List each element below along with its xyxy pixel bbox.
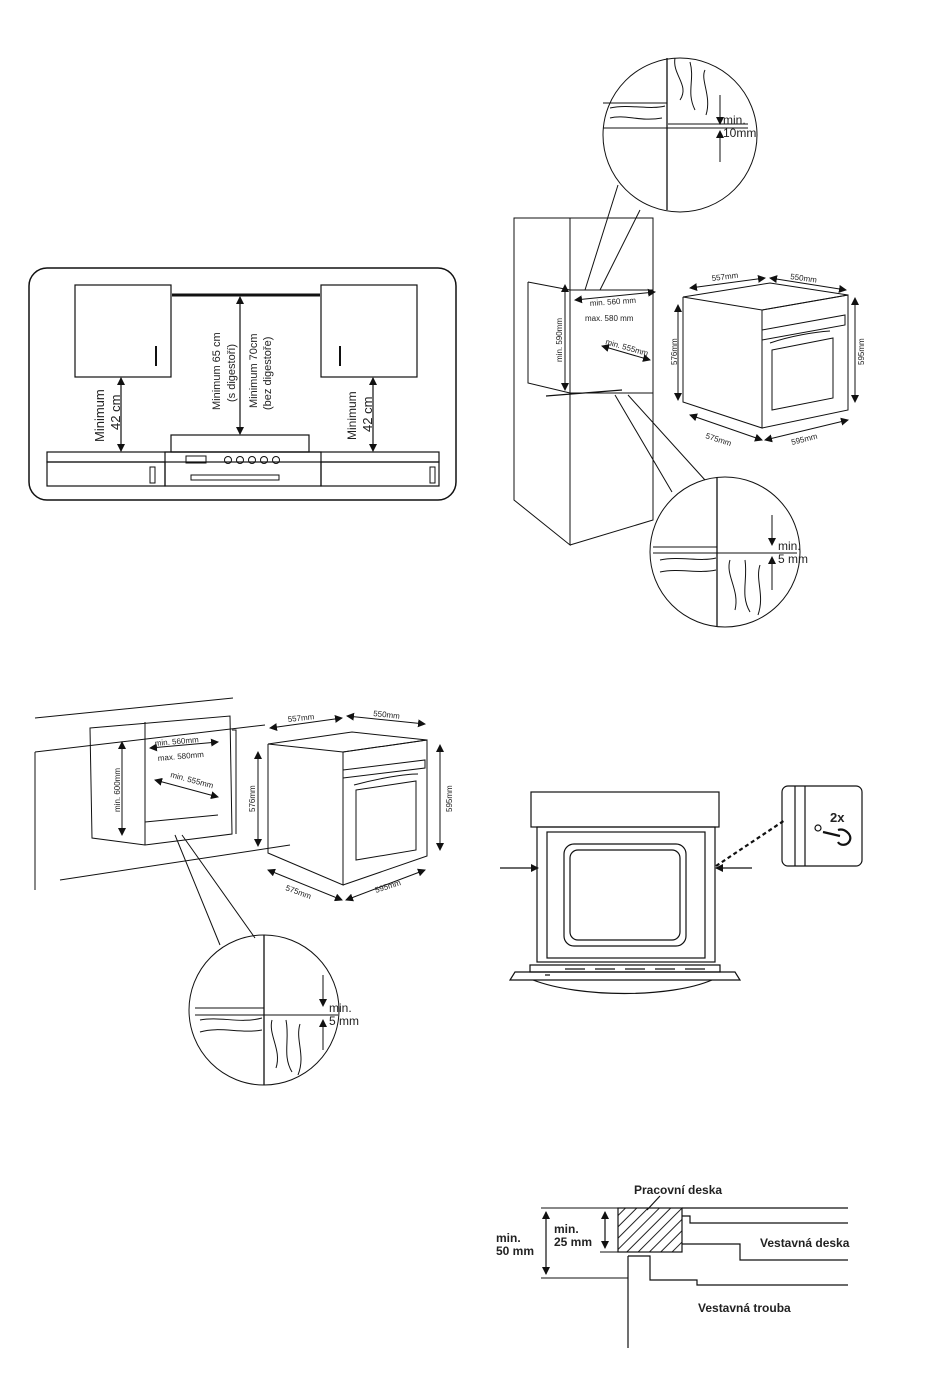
screw-icon: [822, 828, 852, 846]
label-tall-oven-bot-d: 575mm: [704, 431, 732, 448]
label-under-oven-bot-w: 595mm: [374, 878, 402, 895]
zoom-circle-top: [602, 57, 758, 213]
label-tall-niche-d: min. 555mm: [604, 337, 649, 358]
label-nohood-1: Minimum 70cm: [248, 333, 260, 408]
label-tall-oven-h-side: 595mm: [857, 338, 866, 365]
label-under-niche-w-min: min. 560mm: [154, 735, 199, 748]
label-under-oven-top-d: 550mm: [373, 709, 401, 721]
label-tall-oven-top-d: 550mm: [790, 272, 818, 285]
label-oven: Vestavná trouba: [698, 1301, 791, 1315]
screw-fixing-figure: [500, 785, 863, 995]
label-gap25-2: 25 mm: [554, 1235, 592, 1249]
label-tall-oven-bot-w: 595mm: [790, 432, 818, 447]
under-counter-figure: [34, 697, 444, 1086]
screw-fixing-labels: 2x: [830, 810, 845, 825]
label-tall-zoom-top-2: 10mm: [723, 126, 756, 140]
label-gap25-1: min.: [554, 1222, 579, 1236]
tall-cabinet-labels: min. 10mm min. 560 mm max. 580 mm min. 5…: [555, 113, 866, 566]
zoom-circle-bottom: [649, 476, 801, 628]
label-under-niche-d: min. 555mm: [169, 770, 214, 790]
worktop-hatched: [617, 1207, 683, 1253]
label-tall-zoom-bot-1: min.: [778, 539, 801, 553]
label-worktop: Pracovní deska: [634, 1183, 722, 1197]
label-min-left-2: 42 cm: [108, 395, 123, 430]
tall-cabinet-figure: [513, 57, 859, 628]
cooker-hood: [170, 434, 310, 453]
label-tall-oven-top-w: 557mm: [711, 271, 739, 283]
label-tall-zoom-top-1: min.: [723, 113, 746, 127]
label-tall-niche-w-min: min. 560 mm: [590, 296, 637, 308]
label-tall-niche-h: min. 590mm: [555, 318, 564, 362]
hood-clearance-labels: Minimum 42 cm Minimum 42 cm Minimum 65 c…: [92, 332, 375, 442]
label-min-right-1: Minimum: [345, 391, 359, 440]
label-under-zoom-2: 5 mm: [329, 1014, 359, 1028]
label-gap50-2: 50 mm: [496, 1244, 534, 1258]
label-under-zoom-1: min.: [329, 1001, 352, 1015]
under-counter-labels: min. 560mm max. 580mm min. 600mm min. 55…: [113, 709, 454, 1028]
label-tall-zoom-bot-2: 5 mm: [778, 552, 808, 566]
label-min-left-1: Minimum: [92, 389, 107, 442]
screw-zoom-box: [781, 785, 863, 867]
label-gap50-1: min.: [496, 1231, 521, 1245]
label-hood-2: (s digestoří): [226, 344, 238, 402]
label-tall-oven-h-front: 576mm: [670, 338, 679, 365]
label-hob: Vestavná deska: [760, 1236, 850, 1250]
label-screw-count: 2x: [830, 810, 845, 825]
label-tall-niche-w-max: max. 580 mm: [585, 314, 634, 323]
label-under-oven-h-front: 576mm: [248, 785, 257, 812]
label-under-niche-w-max: max. 580mm: [157, 750, 204, 763]
cross-section-figure: [541, 1195, 848, 1348]
hood-clearance-figure: [28, 267, 457, 501]
cross-section-labels: Pracovní deska Vestavná deska Vestavná t…: [496, 1183, 850, 1315]
label-under-oven-h-side: 595mm: [445, 785, 454, 812]
label-nohood-2: (bez digestoře): [262, 337, 274, 410]
upper-cabinet-right: [320, 284, 418, 378]
label-under-niche-h: min. 600mm: [113, 768, 122, 812]
label-min-right-2: 42 cm: [360, 397, 375, 432]
label-hood-1: Minimum 65 cm: [211, 332, 223, 410]
label-under-oven-top-w: 557mm: [287, 712, 315, 724]
